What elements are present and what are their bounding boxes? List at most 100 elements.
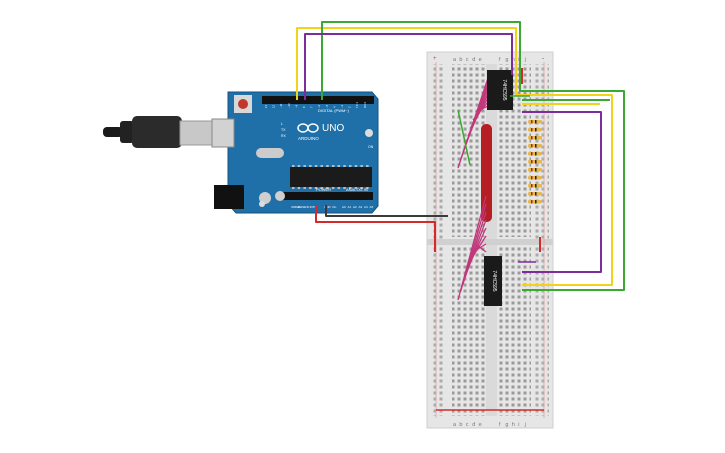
l-led-label: L [281, 122, 283, 126]
wires [296, 21, 625, 411]
resistor-band [531, 120, 533, 124]
column-letter: a [453, 422, 457, 428]
column-letter: d [472, 57, 475, 63]
rail-plus-label: + [433, 56, 437, 62]
column-letter: e [479, 422, 482, 428]
resistor-band [531, 144, 533, 148]
column-letter: c [466, 422, 469, 428]
chip-pin [320, 187, 323, 189]
rx-label: RX [281, 134, 287, 138]
resistor-band [531, 192, 533, 196]
magenta-jumper [475, 243, 487, 253]
column-letter: d [472, 422, 475, 428]
capacitor [275, 191, 285, 201]
resistor-band [531, 128, 533, 132]
analog-label: ANALOG IN [346, 187, 368, 192]
resistor-band [535, 152, 537, 156]
atmega-chip [290, 167, 372, 187]
column-letter: c [466, 57, 469, 63]
resistor-band [535, 120, 537, 124]
chip-pin [292, 165, 295, 167]
chip-pin [309, 165, 312, 167]
column-letter: f [499, 422, 501, 428]
resistor-band [535, 128, 537, 132]
resistor-array [528, 120, 542, 204]
reset-button-cap [238, 99, 248, 109]
digital-label: DIGITAL (PWM~) [318, 108, 350, 113]
jumper-wires-magenta [457, 77, 489, 301]
column-letter: i [518, 422, 519, 428]
wire-green-top [321, 21, 625, 291]
usb-cable [103, 116, 215, 148]
magenta-jumper [467, 227, 487, 269]
column-letter: g [505, 422, 508, 428]
wire-purple-top [304, 33, 513, 100]
chip-pin [343, 187, 346, 189]
column-letter: e [479, 57, 482, 63]
resistor-band [531, 200, 533, 204]
chip-pin [297, 165, 301, 167]
chip-pin [366, 187, 369, 189]
shift-register-chip-1[interactable]: 74HC595 [487, 70, 513, 110]
chip-pin [326, 165, 329, 167]
chip-pin [303, 165, 306, 167]
power-jack [214, 185, 244, 209]
digital-pin-label: ~3 [340, 104, 344, 108]
digital-pin-label: ~9 [294, 104, 298, 108]
resistor-band [535, 200, 537, 204]
analog-pin-label: A2 [353, 205, 357, 209]
analog-pin-label: A4 [364, 205, 368, 209]
magenta-jumper [472, 101, 489, 121]
chip-pin [354, 165, 358, 167]
usb-port [211, 118, 235, 148]
power-analog-header [283, 192, 373, 200]
chip-pin [331, 165, 335, 167]
chip-pin [314, 165, 318, 167]
column-letter: j [524, 57, 526, 63]
rail-minus-label: - [542, 56, 544, 62]
magenta-jumper [472, 243, 487, 253]
reset-pin-label: RESET [298, 205, 308, 209]
resistor-band [535, 144, 537, 148]
chip-1-label: 74HC595 [501, 79, 507, 100]
resistor-band [535, 184, 537, 188]
digital-pin-label: 8 [302, 106, 306, 108]
vin-label: Vin [332, 205, 337, 209]
column-letter: b [459, 57, 462, 63]
digital-header [262, 96, 374, 104]
chip-pin [331, 187, 335, 189]
chip-pin [349, 187, 352, 189]
chip-pin [314, 187, 318, 189]
resistor-band [531, 152, 533, 156]
chip-pin [303, 187, 306, 189]
column-letter: h [512, 57, 515, 63]
chip-pin [360, 187, 363, 189]
digital-pin-label: ~11 [279, 103, 283, 108]
column-letter: j [524, 422, 526, 428]
digital-pin-label: TX 1 [355, 102, 359, 108]
magenta-jumper [475, 105, 489, 113]
analog-pin-label: A3 [359, 205, 363, 209]
digital-pin-label: ~6 [317, 104, 321, 108]
resistor-band [535, 168, 537, 172]
digital-pin-label: 4 [332, 106, 336, 108]
wire-yellow-top [296, 27, 613, 286]
resistor-band [535, 192, 537, 196]
wire-red-power [315, 205, 436, 252]
analog-pin-label: A5 [370, 205, 374, 209]
digital-pin-label: 12 [272, 104, 276, 108]
brand-label: ARDUINO [298, 136, 319, 141]
chip-pin [326, 187, 329, 189]
chip-pin [309, 187, 312, 189]
chip-2-label: 74HC595 [491, 270, 497, 291]
arduino-uno-board[interactable]: UNO ARDUINO DIGITAL (PWM~) POWER ANALOG … [211, 91, 379, 214]
power-label: POWER [316, 187, 331, 192]
analog-pin-label: A0 [342, 205, 346, 209]
magenta-jumper [469, 235, 487, 261]
chip-pin [366, 165, 369, 167]
shift-register-chip-2[interactable]: 74HC595 [484, 256, 502, 306]
wire-purple-right [522, 111, 602, 273]
digital-pin-label: 7 [310, 106, 314, 108]
terminal-strip-bottom-left [452, 247, 485, 416]
